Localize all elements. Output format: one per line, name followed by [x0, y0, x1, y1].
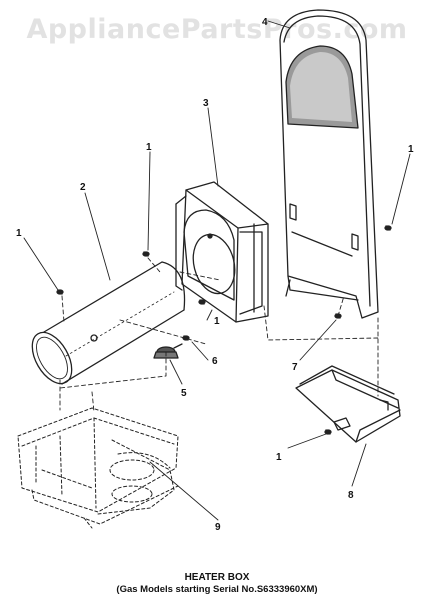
callout-8: 8 — [348, 490, 354, 501]
callout-1: 1 — [408, 144, 414, 155]
callout-6: 6 — [212, 356, 218, 367]
callout-4: 4 — [262, 17, 268, 28]
part-3-heater-box — [175, 181, 269, 323]
screw-c — [198, 299, 206, 305]
diagram-subtitle: (Gas Models starting Serial No.S6333960X… — [116, 584, 318, 595]
callout-1: 1 — [146, 142, 152, 153]
diagram-title: HEATER BOX — [184, 572, 250, 583]
screw-a — [56, 289, 64, 295]
leader-lines — [23, 20, 411, 521]
screw-d — [384, 225, 392, 231]
callout-2: 2 — [80, 182, 86, 193]
part-8-bracket — [295, 365, 401, 443]
callout-5: 5 — [181, 388, 187, 399]
alignment-lines — [59, 257, 379, 413]
callout-7: 7 — [292, 362, 298, 373]
callout-3: 3 — [203, 98, 209, 109]
part-4-back-panel — [279, 9, 379, 319]
callout-1: 1 — [16, 228, 22, 239]
screw-e — [324, 429, 332, 435]
part-1-screws — [56, 225, 392, 435]
watermark-text: AppliancePartsPros.com — [26, 14, 408, 45]
part-5-sensor — [153, 343, 183, 359]
callout-1: 1 — [276, 452, 282, 463]
part-9-burner-assembly — [17, 407, 179, 529]
callout-1: 1 — [214, 316, 220, 327]
callout-9: 9 — [215, 522, 221, 533]
part-2-burner-tube — [31, 261, 186, 385]
screw-b — [142, 251, 150, 257]
callout-numbers: 1 1 1 1 1 2 3 4 5 6 7 8 9 — [16, 17, 414, 533]
